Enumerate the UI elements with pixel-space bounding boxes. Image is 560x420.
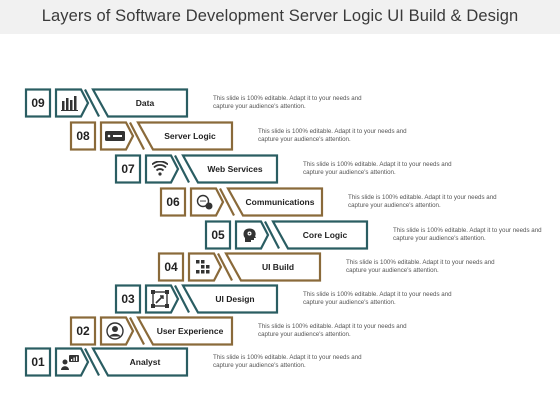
design-frame-icon xyxy=(149,290,171,308)
layer-label: User Experience xyxy=(156,326,224,336)
layer-number: 06 xyxy=(166,195,180,209)
layer-banner xyxy=(69,121,234,151)
layer-number: 09 xyxy=(31,96,45,110)
layer-number: 02 xyxy=(76,324,90,338)
layer-description: This slide is 100% editable. Adapt it to… xyxy=(393,227,542,242)
layer-description: This slide is 100% editable. Adapt it to… xyxy=(213,354,362,369)
layer-number: 04 xyxy=(164,260,178,274)
chat-icon xyxy=(194,193,216,211)
layer-banner xyxy=(204,220,369,250)
layer-number: 05 xyxy=(211,228,225,242)
user-icon xyxy=(104,322,126,340)
wifi-icon xyxy=(149,160,171,178)
server-icon xyxy=(104,127,126,145)
page-title: Layers of Software Development Server Lo… xyxy=(41,7,519,25)
layer-label: UI Build xyxy=(261,262,295,272)
layer-description: This slide is 100% editable. Adapt it to… xyxy=(258,128,407,143)
layer-label: Web Services xyxy=(207,164,263,174)
analyst-icon xyxy=(59,353,81,371)
layer-description: This slide is 100% editable. Adapt it to… xyxy=(303,291,452,306)
layer-number: 07 xyxy=(121,162,135,176)
layer-label: Core Logic xyxy=(302,230,348,240)
layer-description: This slide is 100% editable. Adapt it to… xyxy=(258,323,407,338)
layer-label: Server Logic xyxy=(164,131,216,141)
head-gears-icon xyxy=(239,226,261,244)
layer-description: This slide is 100% editable. Adapt it to… xyxy=(348,194,497,209)
layer-row: 07 Web Services This slide is 100% editabl… xyxy=(0,154,560,184)
layer-label: Data xyxy=(135,98,155,108)
layer-row: 03 UI Design This slide is 100% editable. … xyxy=(0,284,560,314)
layer-label: Communications xyxy=(245,197,315,207)
layer-description: This slide is 100% editable. Adapt it to… xyxy=(213,95,362,110)
layer-row: 02 User Experience This slide is 100% edit… xyxy=(0,316,560,346)
layer-row: 04 UI Build This slide is 100% editable. A… xyxy=(0,252,560,282)
layer-row: 06 Communications This slide is 100% edita… xyxy=(0,187,560,217)
layer-number: 01 xyxy=(31,355,45,369)
layer-label: UI Design xyxy=(215,294,255,304)
layer-row: 05 Core Logic This slide is 100% editable.… xyxy=(0,220,560,250)
layer-label: Analyst xyxy=(129,357,161,367)
layer-row: 09 Data This slide is 100% editable. Adapt… xyxy=(0,88,560,118)
layer-number: 08 xyxy=(76,129,90,143)
bar-chart-icon xyxy=(59,94,81,112)
layer-number: 03 xyxy=(121,292,135,306)
layer-banner xyxy=(69,316,234,346)
layer-row: 08 Server Logic This slide is 100% editabl… xyxy=(0,121,560,151)
blocks-icon xyxy=(192,258,214,276)
layer-description: This slide is 100% editable. Adapt it to… xyxy=(346,259,495,274)
title-bar: Layers of Software Development Server Lo… xyxy=(0,0,560,34)
layer-banner xyxy=(159,187,324,217)
layer-row: 01 Analyst This slide is 100% editable. Ad… xyxy=(0,347,560,377)
layer-description: This slide is 100% editable. Adapt it to… xyxy=(303,161,452,176)
